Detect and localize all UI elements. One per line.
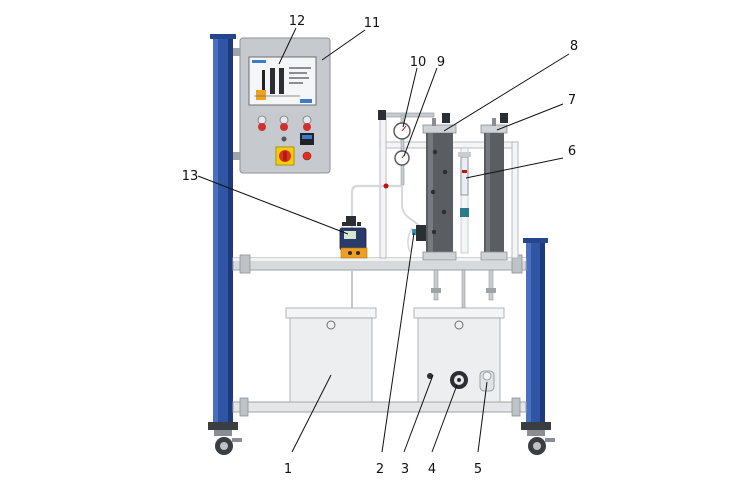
- gauge-top-pipe: [378, 110, 435, 186]
- emergency-stop-switch: [275, 146, 295, 166]
- raw-water-tank: [285, 307, 377, 403]
- callout-leader-lines: [197, 27, 570, 453]
- power-lamp: [302, 151, 312, 161]
- callout-5: 5: [474, 462, 482, 477]
- dosing-injection-unit: [412, 225, 426, 241]
- left-frame-post: [208, 34, 238, 430]
- touch-screen-display: [248, 56, 317, 106]
- right-caster-wheel: [527, 430, 555, 455]
- right-frame-post: [521, 238, 551, 430]
- drain-valves: [431, 269, 496, 309]
- callout-7: 7: [568, 93, 576, 108]
- pressure-gauge-upper: [393, 122, 411, 140]
- callout-1: 1: [284, 462, 292, 477]
- left-caster-wheel: [214, 430, 242, 455]
- callout-8: 8: [570, 39, 578, 54]
- pump: [450, 371, 468, 389]
- tank-support-rod: [351, 270, 353, 308]
- dosing-pump: [339, 216, 368, 259]
- pressure-gauge-lower: [394, 150, 410, 166]
- dosing-tubing: [350, 183, 421, 253]
- top-shelf: [232, 254, 527, 274]
- indicator-lamps: [257, 115, 312, 142]
- heater: [479, 370, 495, 392]
- temperature-controller: [300, 133, 314, 145]
- callout-2: 2: [376, 462, 384, 477]
- callout-3: 3: [401, 462, 409, 477]
- callout-13: 13: [182, 169, 199, 184]
- callout-4: 4: [428, 462, 436, 477]
- filter-column-left: [422, 113, 457, 261]
- bottom-cross-bar: [232, 397, 527, 417]
- callout-9: 9: [437, 55, 445, 70]
- callout-10: 10: [410, 55, 427, 70]
- flow-meter: [458, 147, 471, 254]
- callout-11: 11: [364, 16, 381, 31]
- callout-6: 6: [568, 144, 576, 159]
- callout-12: 12: [289, 14, 306, 29]
- filter-column-right: [480, 113, 508, 261]
